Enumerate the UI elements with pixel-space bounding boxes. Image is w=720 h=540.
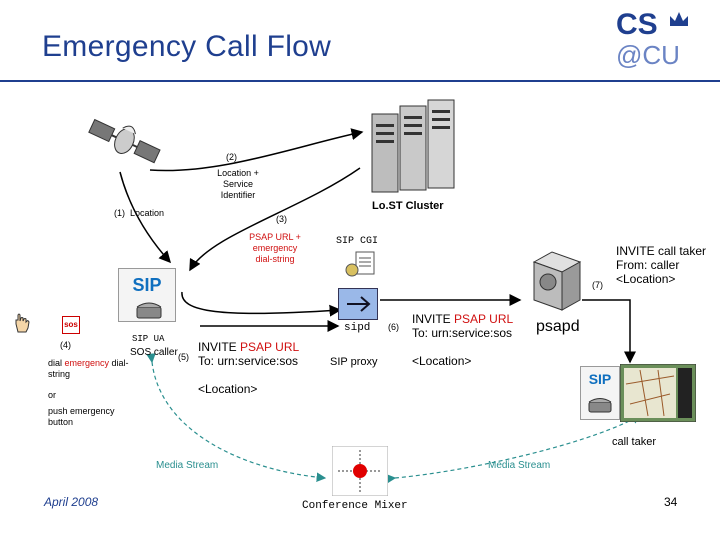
sip-cgi-label: SIP CGI (336, 236, 379, 247)
media-stream-left: Media Stream (156, 460, 219, 471)
dial-line2: string (48, 369, 71, 379)
psap-url-label: PSAP URL + emergency dial-string (246, 232, 304, 265)
push-instruction: push emergency button (48, 406, 115, 428)
page-title: Emergency Call Flow (42, 30, 332, 63)
phone-icon (136, 302, 162, 319)
sip-ua-label: SIP UA (132, 334, 165, 344)
step-3: (3) (276, 214, 287, 224)
sipd-router-icon (338, 288, 378, 320)
location-tag-right: <Location> (412, 354, 472, 368)
step-1-number: (1) (114, 208, 125, 218)
invite-call-taker-line1: INVITE call taker (616, 244, 707, 258)
location-service-line3: Identifier (220, 190, 256, 200)
invite-call-taker-line3: <Location> (616, 272, 676, 286)
invite-psap-left-line1: INVITE PSAP URL (198, 340, 300, 354)
step-1: (1) Location (114, 208, 164, 219)
or-label: or (48, 390, 57, 400)
sip-logo: SIP (132, 275, 162, 295)
call-taker-label: call taker (612, 436, 657, 448)
footer-date: April 2008 (44, 495, 99, 509)
sip-proxy-label: SIP proxy (330, 356, 378, 368)
psapd-label: psapd (536, 318, 580, 335)
logo-cs: CS (616, 8, 658, 41)
invite-psap-right: INVITE PSAP URL To: urn:service:sos (412, 312, 513, 340)
crown-icon (670, 12, 688, 26)
location-service-label: Location + Service Identifier (210, 168, 266, 201)
hand-pointer-icon[interactable] (12, 312, 32, 334)
step-4: (4) (60, 340, 71, 350)
logo-cu: @CU (616, 40, 680, 70)
sip-ua-box: SIP (118, 268, 176, 322)
invite-psap-right-line2: To: urn:service:sos (412, 326, 513, 340)
sos-button[interactable]: sos (62, 316, 80, 334)
location-service-line1: Location + (217, 168, 259, 178)
dial-instruction: dial emergency dial- string (48, 358, 129, 380)
psap-url-line3: dial-string (255, 254, 295, 264)
psap-url-line2: emergency (252, 243, 298, 253)
location-tag-left: <Location> (198, 382, 258, 396)
location-service-line2: Service (222, 179, 253, 189)
page-number: 34 (664, 495, 678, 509)
step-6: (6) (388, 322, 399, 332)
call-taker-map-screen (620, 364, 696, 422)
title-underline (0, 80, 720, 82)
router-arrows-icon (347, 296, 371, 312)
call-taker-sip-logo: SIP (588, 371, 612, 387)
push-line1: push emergency (48, 406, 115, 416)
invite-call-taker-line2: From: caller (616, 258, 680, 272)
invite-psap-left: INVITE PSAP URL To: urn:service:sos (198, 340, 299, 368)
step-5: (5) (178, 352, 189, 362)
media-stream-right: Media Stream (488, 460, 551, 471)
lost-cluster-label: Lo.ST Cluster (372, 200, 444, 212)
dial-line1: dial emergency dial- (48, 358, 129, 368)
invite-psap-right-line1: INVITE PSAP URL (412, 312, 514, 326)
invite-psap-left-line2: To: urn:service:sos (198, 354, 299, 368)
step-2: (2) (226, 152, 237, 162)
invite-call-taker: INVITE call taker From: caller <Location… (616, 244, 706, 286)
step-7: (7) (592, 280, 603, 290)
call-taker-phone: SIP (580, 366, 620, 420)
step-1-text: Location (130, 208, 165, 218)
sos-caller-label: SOS caller (130, 347, 178, 358)
psapd-server-icon (532, 251, 582, 311)
conference-mixer-icon (332, 446, 388, 496)
push-line2: button (48, 417, 74, 427)
satellite-icon (88, 118, 161, 164)
call-taker-phone-icon (588, 398, 612, 413)
psap-url-line1: PSAP URL + (249, 232, 301, 242)
cgi-document-icon (345, 251, 375, 277)
server-cluster-icon (371, 99, 455, 193)
sipd-label: sipd (344, 322, 371, 334)
conference-mixer-label: Conference Mixer (302, 500, 408, 512)
